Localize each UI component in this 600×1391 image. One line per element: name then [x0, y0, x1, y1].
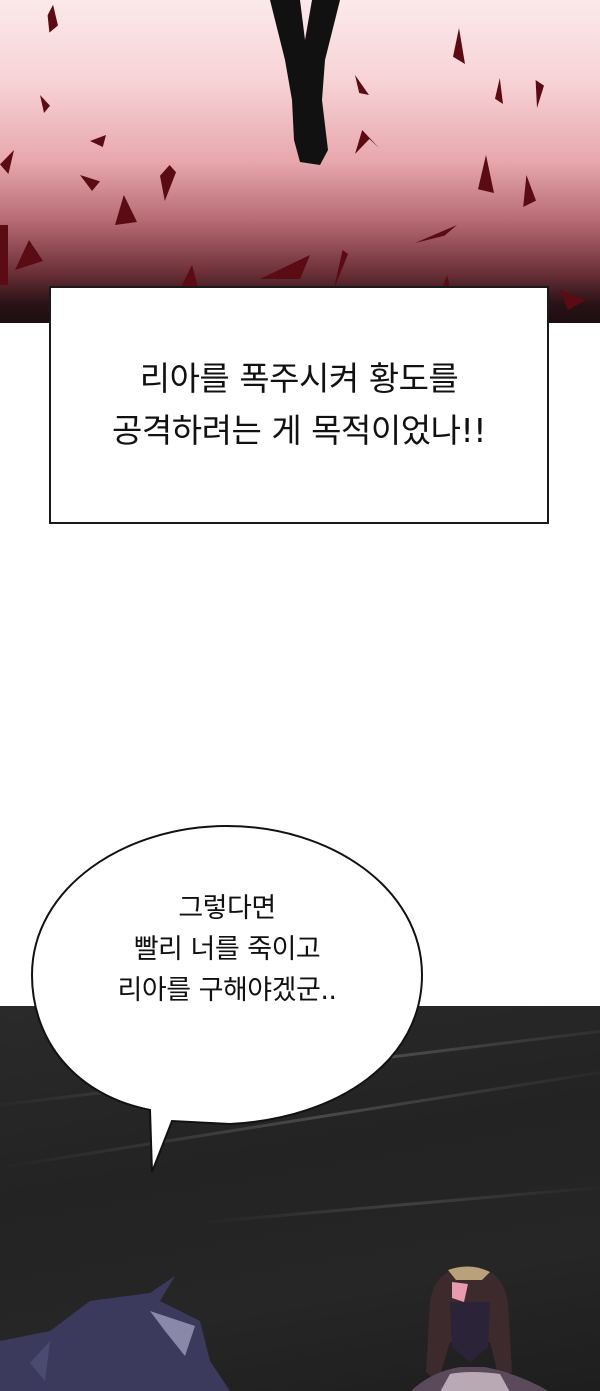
dialogue-line: 리아를 구해야겠군..: [117, 975, 337, 1006]
shard: [495, 78, 503, 104]
speech-bubble-text: 그렇다면 빨리 너를 죽이고 리아를 구해야겠군..: [32, 888, 422, 1011]
blue-haired-character: [0, 1276, 230, 1391]
dialogue-line: 빨리 너를 죽이고: [133, 934, 321, 965]
dialogue-line: 그렇다면: [178, 893, 276, 924]
narration-caption-box: 리아를 폭주시켜 황도를 공격하려는 게 목적이었나!!: [49, 286, 549, 524]
caption-line: 리아를 폭주시켜 황도를: [139, 359, 459, 398]
shard: [535, 80, 544, 108]
masked-long-haired-character: [411, 1266, 549, 1391]
top-panel: [0, 0, 600, 323]
silhouette-leg: [270, 0, 340, 165]
shard: [0, 225, 8, 285]
caption-line: 공격하려는 게 목적이었나!!: [112, 411, 486, 450]
shard: [40, 95, 50, 113]
